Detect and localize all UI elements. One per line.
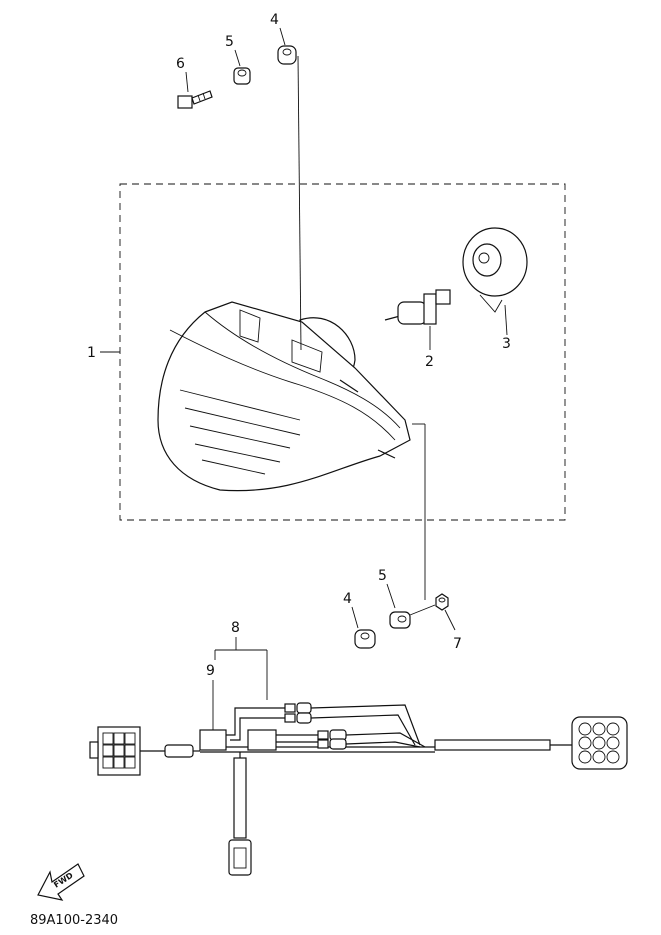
branch-wire-upper-run (310, 704, 421, 746)
headlight-mount-bracket-right (291, 339, 323, 373)
branch-wire-upper (230, 717, 285, 741)
lens-rib (189, 425, 291, 449)
bullet-terminal (284, 713, 296, 723)
bolt (177, 90, 213, 109)
headlight-rim-line (169, 329, 396, 441)
bolt-head (177, 95, 193, 109)
wiring-harness (89, 702, 628, 876)
headlight-bulb (384, 289, 451, 325)
right-connector (571, 716, 628, 770)
bulb-terminal (435, 289, 451, 305)
callout-5-bottom-leader (386, 583, 396, 609)
bulb-cover-center (478, 252, 490, 264)
lens-rib (184, 407, 301, 436)
harness-junction-8 (247, 729, 277, 751)
branch-wire-upper (226, 707, 285, 736)
mount-grommet-tab (339, 379, 359, 393)
bottom-connector-pin (233, 847, 247, 869)
headlight-unit (157, 301, 411, 492)
nut-leader (409, 604, 436, 616)
grommet-top (277, 45, 297, 65)
headlight-lens-housing (157, 301, 411, 492)
bolt-thread (202, 92, 206, 100)
callout-4-bottom-leader (351, 606, 359, 629)
right-connector-pins (578, 722, 620, 764)
nut (435, 593, 449, 611)
fwd-arrow: FWD (37, 863, 85, 901)
collar-bottom (389, 611, 411, 629)
callout-3: 3 (502, 336, 511, 352)
harness-down-sleeve (233, 757, 247, 839)
bolt-thread (197, 94, 201, 102)
bullet-connector (296, 702, 312, 714)
collar-top (233, 67, 251, 85)
branch-wire-middle-run (345, 741, 421, 748)
harness-sleeve (164, 744, 194, 758)
collar-bottom-body (389, 611, 411, 629)
callout-4-top-leader (279, 27, 286, 46)
callout-5-bottom: 5 (378, 568, 387, 584)
grommet-top-hole (282, 48, 292, 56)
lens-rib (179, 389, 301, 421)
bolt-shank (191, 90, 213, 105)
callout-5-top-leader (234, 49, 241, 67)
callout-4-top: 4 (270, 12, 279, 28)
callout-9: 9 (206, 663, 215, 679)
bullet-terminal (317, 730, 329, 740)
callout-7-leader (444, 609, 456, 631)
bulb-flange (423, 293, 437, 325)
bullet-connector (329, 738, 347, 750)
bulb-glass (397, 301, 427, 325)
callout-6: 6 (176, 56, 185, 72)
headlight-rim-inner-line (204, 311, 401, 429)
collar-bottom-hole (397, 615, 407, 623)
mount-grommet-tab (377, 449, 396, 459)
bullet-connector (296, 712, 312, 724)
callout-8: 8 (231, 620, 240, 636)
bullet-terminal (317, 739, 329, 749)
grommet-bottom (354, 629, 376, 649)
fwd-arrow-shape (37, 863, 85, 901)
branch-wire-upper-run (310, 714, 416, 746)
callout-7: 7 (453, 636, 462, 652)
diagram-code: 89A100-2340 (30, 913, 118, 928)
left-connector-pins (102, 732, 136, 769)
nut-hole (438, 597, 446, 603)
callout-6-leader (185, 71, 189, 93)
harness-right-sleeve (434, 739, 551, 751)
bulb-cover-tab (479, 294, 503, 313)
callout-3-leader (504, 304, 508, 336)
collar-top-hole (237, 69, 247, 77)
harness-junction-9 (199, 729, 227, 751)
branch-wire-middle-run (345, 732, 426, 748)
upper-mount-leader (297, 55, 302, 351)
left-connector-latch (89, 741, 99, 759)
callout-4-bottom: 4 (343, 591, 352, 607)
bullet-terminal (284, 703, 296, 713)
lens-rib (201, 459, 266, 475)
grommet-bottom-hole (360, 632, 370, 640)
callout-2: 2 (425, 354, 434, 370)
callout-1: 1 (87, 345, 96, 361)
headlight-mount-bracket-left (239, 309, 261, 343)
bottom-connector (228, 839, 252, 876)
lens-rib (194, 443, 281, 463)
bulb-cover (462, 227, 528, 313)
callout-5-top: 5 (225, 34, 234, 50)
bulb-cover-boot (472, 243, 502, 277)
